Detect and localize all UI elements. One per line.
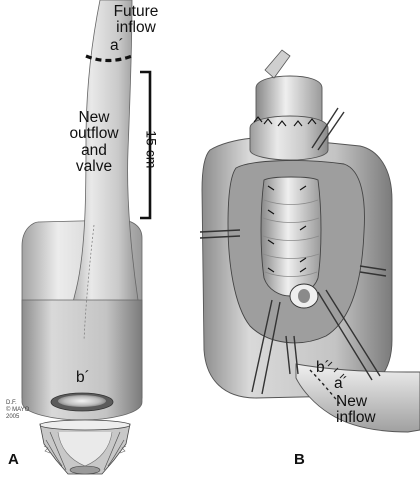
outflow-neck <box>255 75 323 129</box>
artist-credit: D.F. © MAYO 2005 <box>6 400 30 420</box>
anal-canal-specimen <box>39 419 131 475</box>
transection-line <box>85 54 133 63</box>
length-label: 15 cm <box>143 130 160 169</box>
new-outflow-label: New outflow and valve <box>69 109 119 175</box>
new-inflow-label: New inflow <box>336 393 376 427</box>
panel-b-illustration <box>199 49 420 433</box>
b-prime-label: b´ <box>316 359 330 376</box>
catheter-tube <box>264 49 291 79</box>
nipple-valve <box>260 176 322 297</box>
outflow-collar <box>249 115 329 161</box>
future-inflow-label: Future inflow <box>113 3 159 37</box>
length-bracket <box>140 70 152 220</box>
retractors <box>199 107 387 395</box>
a-prime-label: a´ <box>334 375 348 392</box>
panel-a-letter: A <box>8 451 19 468</box>
a-prime-top-label: a´ <box>110 37 124 54</box>
sutures <box>253 116 317 273</box>
panel-a-illustration <box>21 0 152 475</box>
panel-b-letter: B <box>294 451 305 468</box>
inflow-limb <box>295 363 420 433</box>
b-prime-bottom-label: b´ <box>76 369 90 386</box>
